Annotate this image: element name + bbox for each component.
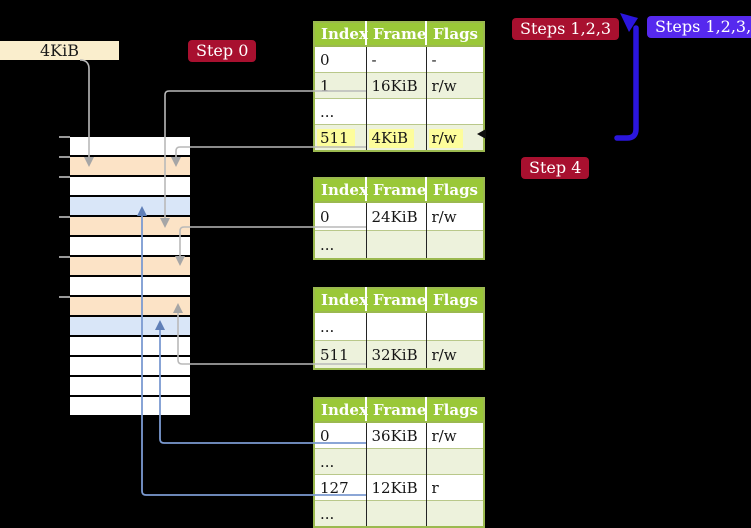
recursion-loop-arrow	[614, 25, 639, 141]
table-cell	[425, 230, 484, 259]
column-header: Index	[314, 288, 368, 313]
highlighted-value: 4KiB	[368, 128, 415, 148]
table-cell	[425, 98, 484, 125]
table-cell: 32KiB	[365, 340, 426, 369]
table-cell: ...	[314, 500, 366, 527]
table-cell: r/w	[425, 72, 484, 99]
table-cell: 36KiB	[365, 421, 426, 449]
table-cell: -	[425, 45, 484, 73]
memory-frame-row	[70, 357, 190, 375]
table-cell: r/w	[425, 124, 484, 151]
column-header: Frame	[365, 288, 426, 313]
table-row: 511 4KiB r/w	[314, 124, 484, 151]
address-tick	[59, 156, 70, 158]
table-cell: 0	[314, 201, 366, 231]
frame-size-label: 4KiB	[0, 41, 119, 60]
table-row: ...	[314, 98, 484, 125]
address-tick	[59, 176, 70, 178]
table-row: 0--	[314, 45, 484, 73]
column-header: Frame	[365, 178, 426, 203]
column-header: Flags	[425, 398, 484, 423]
table-cell: 0	[314, 45, 366, 73]
table-cell	[365, 448, 426, 475]
table-cell	[425, 311, 484, 341]
address-tick	[59, 256, 70, 258]
table-cell: 511	[314, 340, 366, 369]
table-cell	[425, 448, 484, 475]
column-header: Flags	[425, 22, 484, 47]
memory-frame-row	[70, 197, 190, 215]
table-cell	[365, 500, 426, 527]
table-cell	[365, 230, 426, 259]
table-row: ...	[314, 311, 484, 341]
column-header: Frame	[365, 398, 426, 423]
memory-frame-row	[70, 237, 190, 255]
table-cell: r/w	[425, 340, 484, 369]
table-cell: 511	[314, 124, 366, 151]
table-cell: 12KiB	[365, 474, 426, 501]
table-row: ...	[314, 500, 484, 527]
column-header: Index	[314, 178, 368, 203]
memory-frame-row	[70, 157, 190, 175]
table-cell: 4KiB	[365, 124, 426, 151]
address-tick	[59, 136, 70, 138]
table-cell: 16KiB	[365, 72, 426, 99]
address-tick	[59, 216, 70, 218]
memory-frame-row	[70, 217, 190, 235]
table-cell: r/w	[425, 421, 484, 449]
table-cell: ...	[314, 448, 366, 475]
steps-123-badge: Steps 1,2,3	[512, 18, 620, 40]
highlighted-value: r/w	[428, 128, 463, 148]
memory-frame-row	[70, 397, 190, 415]
table-cell: 24KiB	[365, 201, 426, 231]
table-row: ...	[314, 230, 484, 259]
table-cell: 0	[314, 421, 366, 449]
table-cell: 1	[314, 72, 366, 99]
table-cell	[365, 98, 426, 125]
table-cell: -	[365, 45, 426, 73]
memory-frame-row	[70, 337, 190, 355]
table-cell: ...	[314, 98, 366, 125]
highlighted-value: 511	[317, 128, 355, 148]
memory-frame-row	[70, 317, 190, 335]
arrowhead-upleft-icon	[620, 13, 638, 32]
step-4-badge: Step 4	[521, 157, 590, 179]
memory-frame-row	[70, 177, 190, 195]
column-header: Flags	[425, 288, 484, 313]
table-cell	[425, 500, 484, 527]
memory-frame-row	[70, 377, 190, 395]
memory-frame-row	[70, 257, 190, 275]
column-header: Frame	[365, 22, 426, 47]
memory-column	[70, 137, 190, 415]
column-header: Flags	[425, 178, 484, 203]
table-cell: r	[425, 474, 484, 501]
table-cell: ...	[314, 230, 366, 259]
address-tick	[59, 296, 70, 298]
table-cell: r/w	[425, 201, 484, 231]
steps-1234-badge: Steps 1,2,3,4	[647, 16, 751, 38]
memory-frame-row	[70, 297, 190, 315]
table-cell	[365, 311, 426, 341]
table-cell: ...	[314, 311, 366, 341]
memory-frame-row	[70, 277, 190, 295]
table-row: ...	[314, 448, 484, 475]
table-cell: 127	[314, 474, 366, 501]
step-0-badge: Step 0	[188, 40, 257, 62]
column-header: Index	[314, 398, 368, 423]
memory-frame-row	[70, 137, 190, 155]
column-header: Index	[314, 22, 368, 47]
